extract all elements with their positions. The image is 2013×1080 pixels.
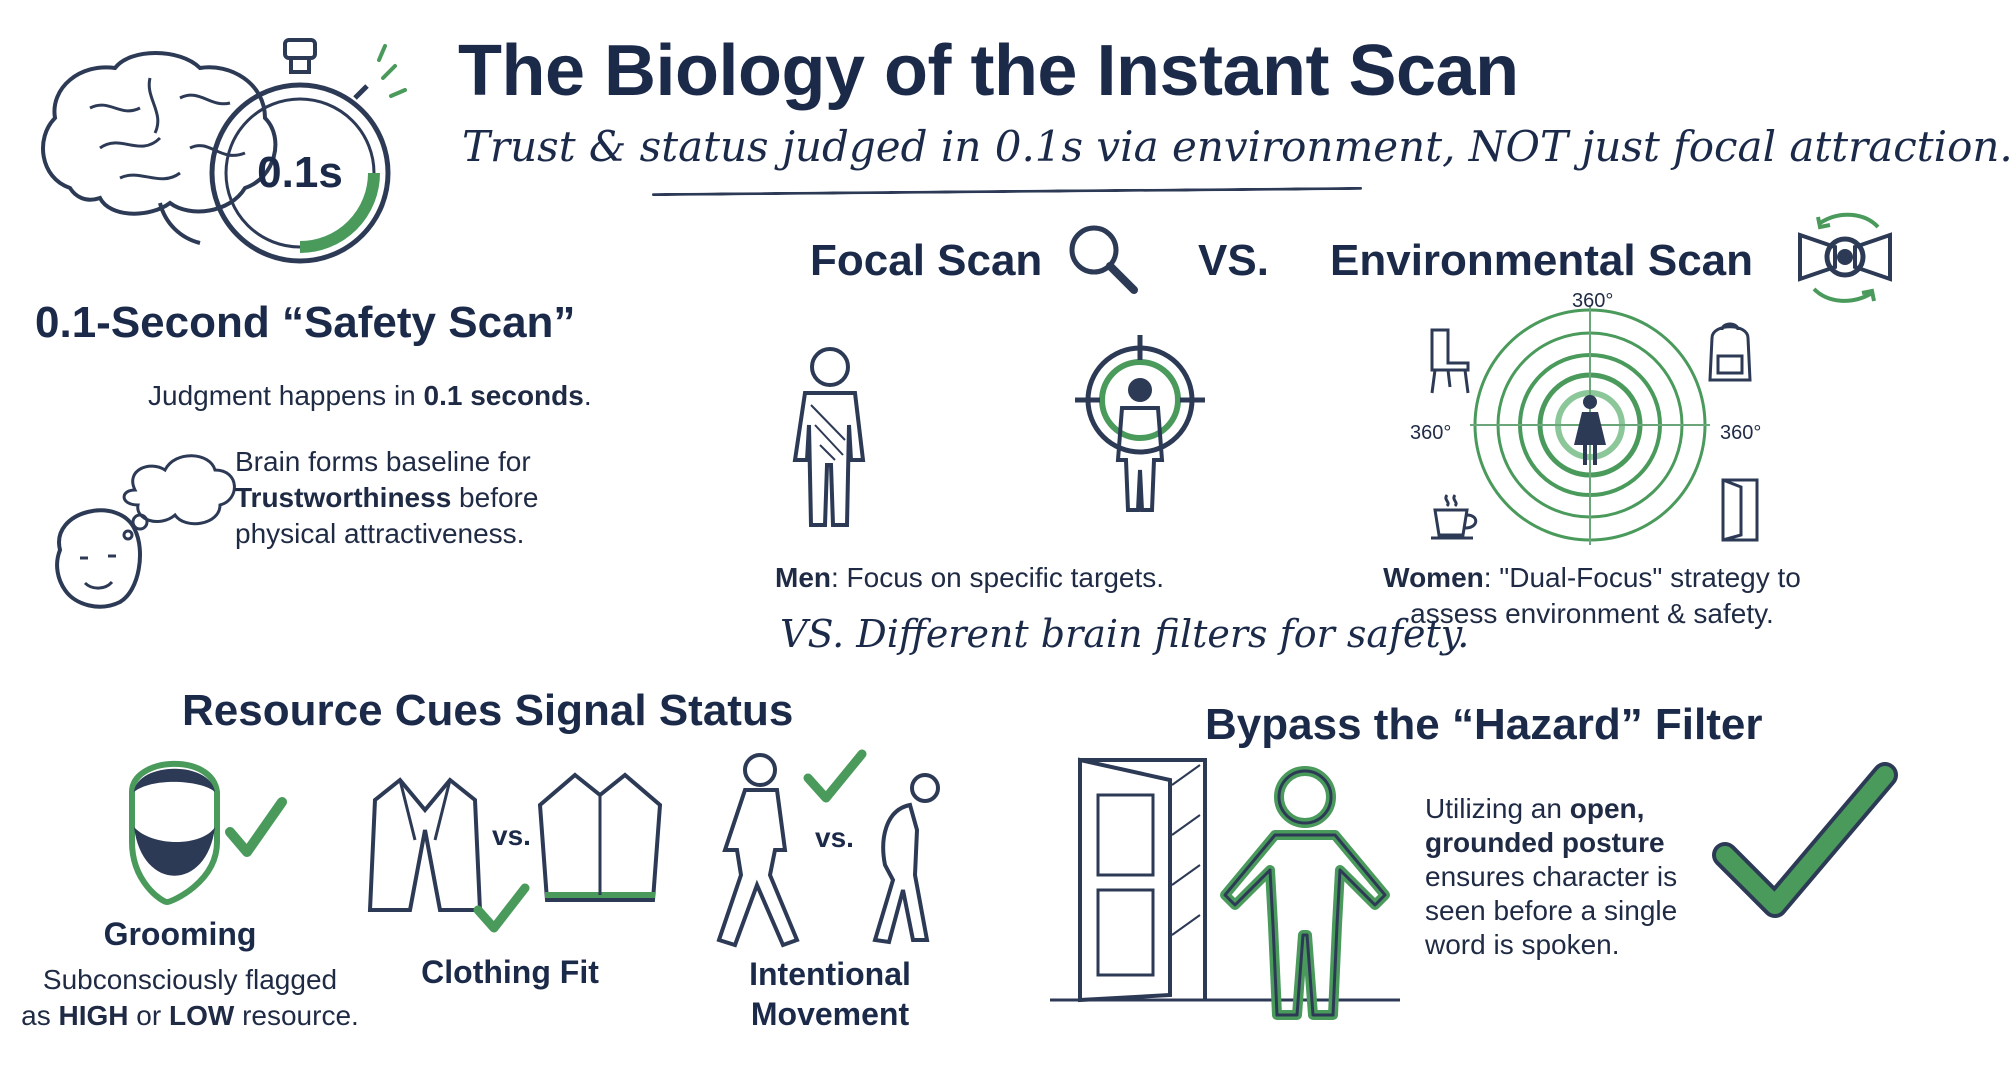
thinking-face-icon: [40, 440, 250, 610]
camera-rotate-icon: [1790, 205, 1900, 315]
subtitle-underline: [652, 186, 1362, 197]
hazard-line5: word is spoken.: [1425, 929, 1620, 960]
safety-brain-text: Brain forms baseline for Trustworthiness…: [235, 444, 538, 552]
brain-stopwatch-illustration: [30, 38, 430, 268]
safety-brain-line3: physical attractiveness.: [235, 518, 525, 549]
hazard-line1-bold: open,: [1569, 793, 1645, 824]
hazard-line2-bold: grounded posture: [1425, 827, 1665, 858]
grooming-label: Grooming: [103, 916, 257, 952]
hazard-line2: grounded posture: [1425, 826, 1677, 860]
coffee-cup-icon: [1425, 490, 1485, 545]
grooming-low: LOW: [169, 1000, 235, 1031]
safety-scan-line1: Judgment happens in 0.1 seconds.: [148, 378, 592, 414]
page-title: The Biology of the Instant Scan: [458, 31, 1519, 111]
hazard-text: Utilizing an open, grounded posture ensu…: [1425, 792, 1677, 962]
radar-label-left: 360°: [1410, 422, 1452, 444]
brain-icon: [41, 51, 278, 245]
grooming-desc-line1: Subconsciously flagged: [42, 964, 338, 995]
clothing-fit-label: Clothing Fit: [421, 954, 599, 990]
stopwatch-label: 0.1s: [257, 148, 343, 197]
page-subtitle: Trust & status judged in 0.1s via enviro…: [462, 122, 2013, 171]
grooming-mid: or: [128, 1000, 169, 1031]
door-small-icon: [1715, 475, 1765, 545]
grooming-desc-line2: as HIGH or LOW resource.: [10, 998, 370, 1034]
suit-jacket-icon: [365, 770, 485, 920]
stopwatch-icon: 0.1s: [205, 38, 407, 268]
resource-heading: Resource Cues Signal Status: [182, 686, 794, 735]
walking-man-icon: [705, 750, 815, 950]
safety-brain-line1: Brain forms baseline for: [235, 446, 531, 477]
safety-brain-line2: Trustworthiness before: [235, 480, 538, 516]
movement-checkmark-icon: [800, 748, 870, 808]
environmental-scan-heading: Environmental Scan: [1330, 236, 1754, 285]
safety-line1-bold: 0.1 seconds: [423, 380, 584, 411]
slouching-man-icon: [855, 770, 955, 950]
hazard-line3: ensures character is: [1425, 861, 1678, 892]
women-caption-text1: : "Dual-Focus" strategy to: [1483, 562, 1801, 593]
grooming-high: HIGH: [58, 1000, 129, 1031]
safety-line1-post: .: [583, 380, 592, 411]
target-figure-icon: [1070, 330, 1210, 520]
radar-diagram: 360° 360° 360°: [1410, 290, 1770, 560]
large-checkmark-icon: [1712, 760, 1898, 920]
safety-scan-heading: 0.1-Second “Safety Scan”: [35, 298, 576, 347]
backpack-icon: [1700, 318, 1760, 388]
women-caption-bold: Women: [1383, 562, 1484, 593]
grooming-desc: Subconsciously flagged as HIGH or LOW re…: [10, 962, 370, 1034]
women-caption-line1: Women: "Dual-Focus" strategy to: [1352, 560, 1832, 596]
movement-label-line2: Movement: [750, 996, 910, 1032]
hazard-line4: seen before a single: [1425, 895, 1678, 926]
focal-scan-heading: Focal Scan: [810, 236, 1043, 285]
clothing-vs-label: vs.: [492, 820, 531, 851]
grooming-pre: as: [21, 1000, 59, 1031]
loose-shirt-icon: [535, 770, 665, 920]
man-figure-icon: [775, 345, 885, 535]
clothing-checkmark-icon: [470, 880, 530, 940]
magnifier-icon: [1062, 220, 1142, 300]
movement-label-line1: Intentional: [749, 956, 911, 992]
women-caption-line2: assess environment & safety.: [1410, 598, 1774, 629]
radar-label-right: 360°: [1720, 422, 1762, 444]
women-caption: Women: "Dual-Focus" strategy to assess e…: [1352, 560, 1832, 632]
men-caption-bold: Men: [775, 562, 831, 593]
men-caption-text: : Focus on specific targets.: [831, 562, 1165, 593]
hazard-line1-pre: Utilizing an: [1425, 793, 1570, 824]
movement-vs-label: vs.: [815, 822, 854, 853]
safety-line1-text: Judgment happens in: [148, 380, 424, 411]
grooming-post: resource.: [234, 1000, 359, 1031]
movement-label: Intentional Movement: [705, 954, 955, 1034]
chair-icon: [1420, 325, 1480, 395]
men-caption: Men: Focus on specific targets.: [775, 560, 1164, 596]
radar-label-top: 360°: [1572, 290, 1614, 312]
bearded-man-icon: [112, 752, 292, 906]
safety-brain-post: before: [451, 482, 539, 513]
hazard-heading: Bypass the “Hazard” Filter: [1205, 700, 1763, 749]
open-door-icon: [1050, 755, 1410, 1020]
open-posture-figure-icon: [1215, 765, 1395, 1025]
vs-heading: VS.: [1198, 236, 1269, 285]
hazard-line1: Utilizing an open,: [1425, 792, 1677, 826]
vs-note: VS. Different brain filters for safety.: [780, 612, 1470, 656]
safety-brain-bold: Trustworthiness: [235, 482, 452, 513]
